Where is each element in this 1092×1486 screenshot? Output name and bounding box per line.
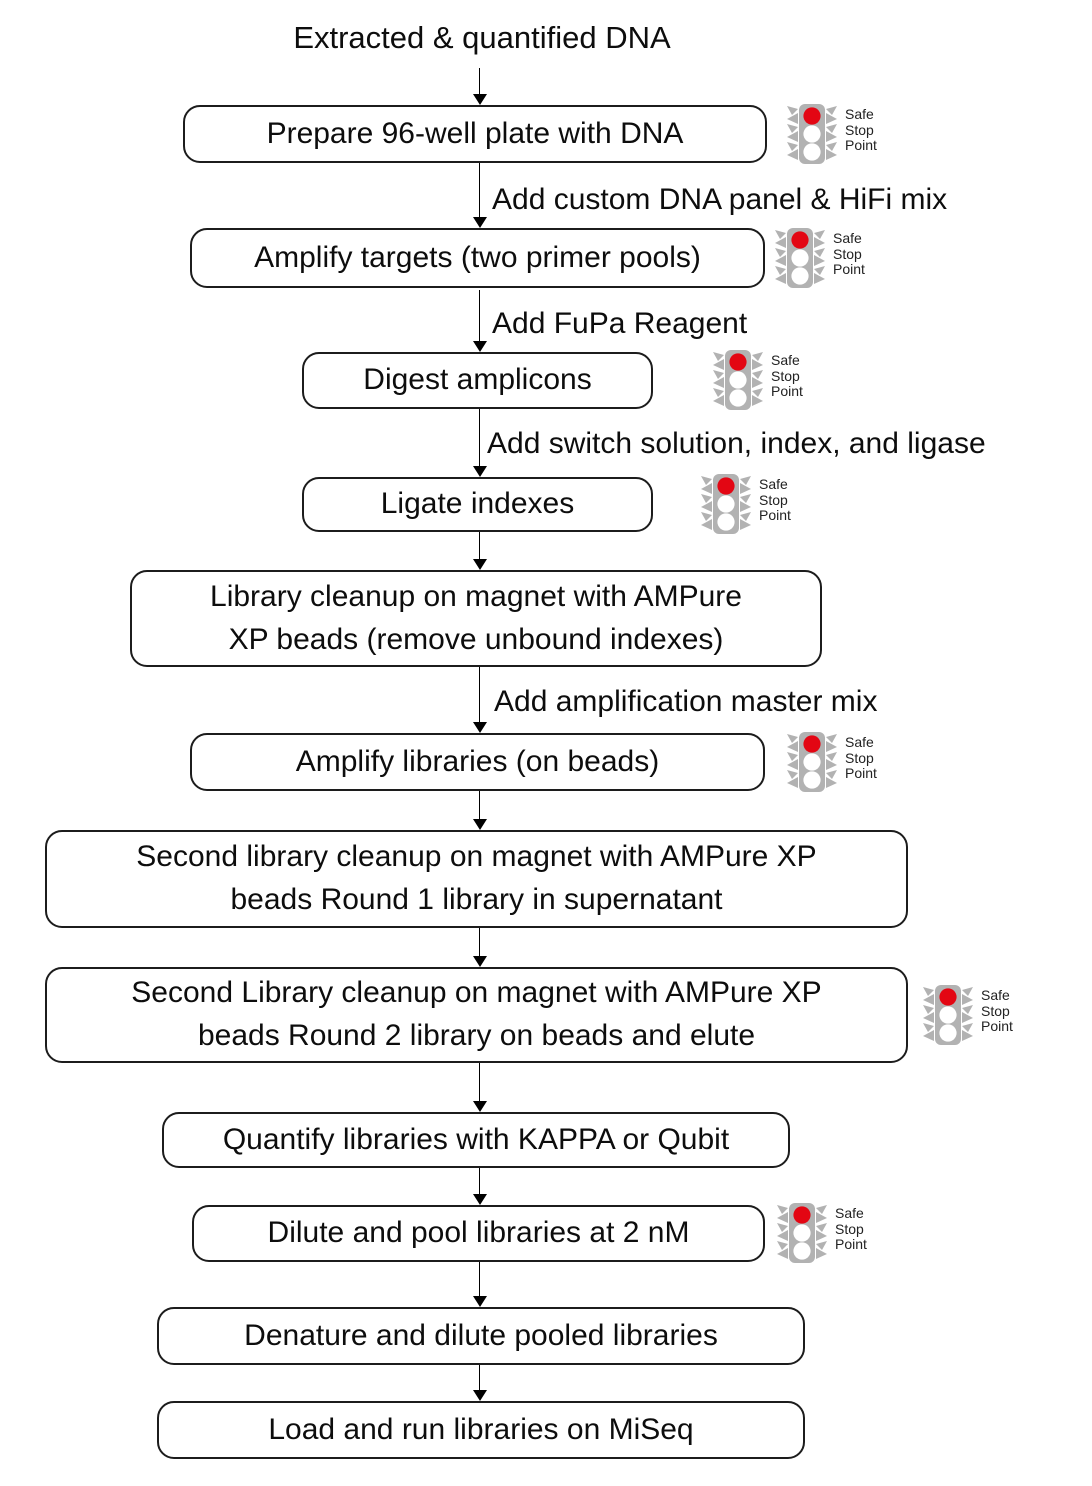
step-label: beads Round 2 library on beads and elute (197, 1019, 756, 1052)
flow-arrow-5 (473, 532, 487, 570)
flow-arrow-6 (473, 667, 487, 733)
safe-stop-point-label: Safe Stop Point (981, 987, 1013, 1034)
arrow-label-add-fupa-reagent: Add FuPa Reagent (492, 307, 748, 340)
traffic-light-icon (923, 985, 973, 1045)
step-label: Library cleanup on magnet with AMPure (210, 579, 742, 613)
safe-stop-point-indicator-2: Safe Stop Point (774, 226, 865, 290)
step-label: XP beads (remove unbound indexes) (228, 622, 724, 656)
safe-stop-point-indicator-7: Safe Stop Point (776, 1201, 867, 1265)
flow-arrow-4 (473, 409, 487, 477)
safe-stop-point-label: Safe Stop Point (835, 1205, 867, 1252)
safe-stop-point-indicator-3: Safe Stop Point (712, 348, 803, 412)
step-dilute-pool: Dilute and pool libraries at 2 nM (192, 1205, 765, 1262)
step-label: Amplify libraries (on beads) (295, 744, 660, 778)
traffic-light-icon (775, 228, 825, 288)
safe-stop-point-indicator-1: Safe Stop Point (786, 102, 877, 166)
step-library-cleanup: Library cleanup on magnet with AMPure XP… (130, 570, 822, 667)
step-prepare-plate: Prepare 96-well plate with DNA (183, 105, 767, 163)
flow-arrow-10 (473, 1168, 487, 1205)
flow-arrow-12 (473, 1365, 487, 1401)
arrow-label-add-amplification-mix: Add amplification master mix (494, 685, 878, 718)
step-label: Second Library cleanup on magnet with AM… (131, 976, 822, 1010)
flow-arrow-9 (473, 1063, 487, 1112)
step-label: Dilute and pool libraries at 2 nM (267, 1216, 690, 1250)
step-second-cleanup-round-2: Second Library cleanup on magnet with AM… (45, 967, 908, 1063)
step-amplify-targets: Amplify targets (two primer pools) (190, 228, 765, 288)
flowchart-title: Extracted & quantified DNA (293, 20, 671, 55)
flow-arrow-1 (473, 68, 487, 105)
step-label: Digest amplicons (363, 363, 592, 397)
step-digest-amplicons: Digest amplicons (302, 352, 653, 409)
arrow-label-add-switch-solution: Add switch solution, index, and ligase (487, 427, 986, 460)
safe-stop-point-indicator-4: Safe Stop Point (700, 472, 791, 536)
flow-arrow-8 (473, 928, 487, 967)
safe-stop-point-indicator-5: Safe Stop Point (786, 730, 877, 794)
flow-arrow-7 (473, 791, 487, 830)
step-amplify-libraries: Amplify libraries (on beads) (190, 733, 765, 791)
step-label: Quantify libraries with KAPPA or Qubit (222, 1122, 730, 1156)
step-label: Amplify targets (two primer pools) (254, 240, 701, 274)
step-label: Ligate indexes (380, 487, 575, 521)
safe-stop-point-label: Safe Stop Point (759, 476, 791, 523)
flow-arrow-3 (473, 290, 487, 352)
step-label: Prepare 96-well plate with DNA (266, 116, 684, 150)
step-quantify-libraries: Quantify libraries with KAPPA or Qubit (162, 1112, 790, 1168)
step-label: Second library cleanup on magnet with AM… (136, 840, 817, 874)
safe-stop-point-label: Safe Stop Point (845, 106, 877, 153)
flow-arrow-2 (473, 163, 487, 228)
step-label: Load and run libraries on MiSeq (268, 1412, 694, 1446)
step-denature-dilute: Denature and dilute pooled libraries (157, 1307, 805, 1365)
step-label: beads Round 1 library in supernatant (230, 883, 723, 916)
traffic-light-icon (787, 732, 837, 792)
traffic-light-icon (787, 104, 837, 164)
safe-stop-point-indicator-6: Safe Stop Point (922, 983, 1013, 1047)
traffic-light-icon (713, 350, 763, 410)
step-ligate-indexes: Ligate indexes (302, 477, 653, 532)
safe-stop-point-label: Safe Stop Point (833, 230, 865, 277)
step-load-run-miseq: Load and run libraries on MiSeq (157, 1401, 805, 1459)
safe-stop-point-label: Safe Stop Point (771, 352, 803, 399)
arrow-label-add-custom-dna-panel: Add custom DNA panel & HiFi mix (492, 183, 948, 216)
traffic-light-icon (777, 1203, 827, 1263)
step-second-cleanup-round-1: Second library cleanup on magnet with AM… (45, 830, 908, 928)
flow-arrow-11 (473, 1262, 487, 1307)
traffic-light-icon (701, 474, 751, 534)
step-label: Denature and dilute pooled libraries (244, 1318, 718, 1352)
safe-stop-point-label: Safe Stop Point (845, 734, 877, 781)
